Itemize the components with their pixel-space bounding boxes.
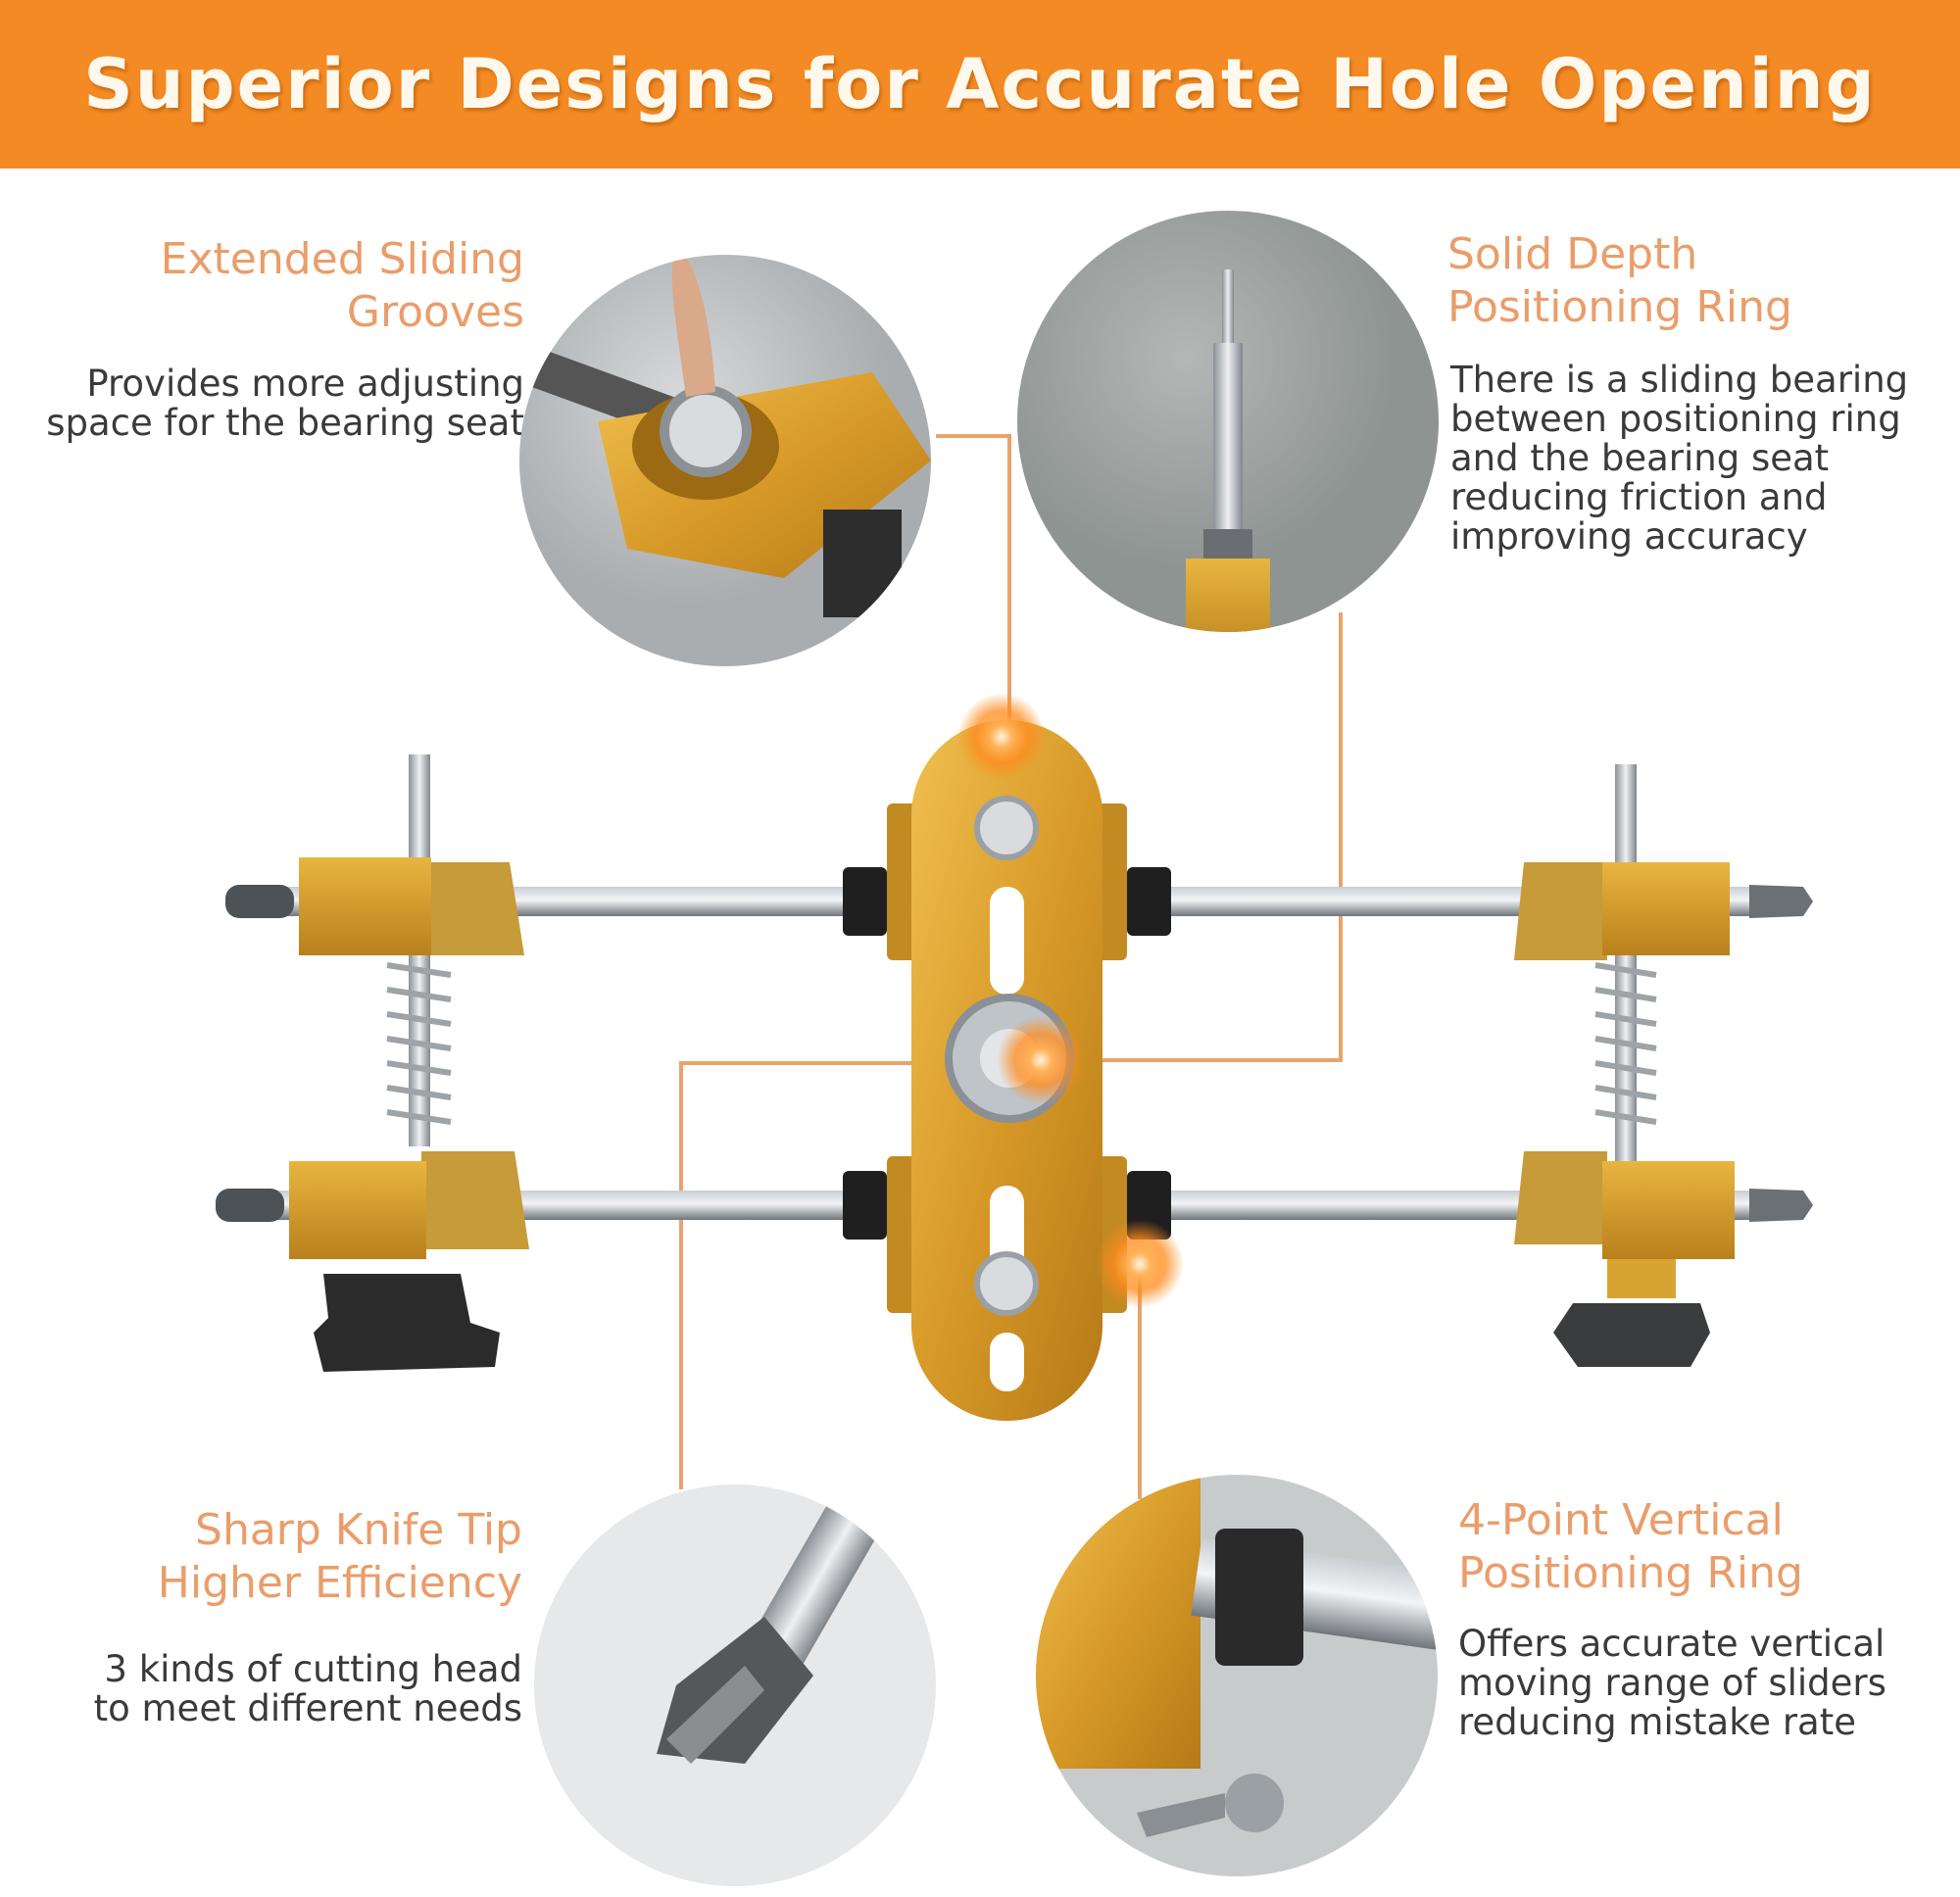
wing-nut-top bbox=[974, 796, 1039, 860]
feature-desc-line: and the bearing seat bbox=[1450, 437, 1830, 479]
callout-line-knife-tip bbox=[679, 1061, 1009, 1489]
left-bottom-slider bbox=[289, 1161, 426, 1259]
feature-desc-line: Provides more adjusting bbox=[86, 363, 524, 405]
feature-title-line: Sharp Knife Tip bbox=[195, 1505, 522, 1555]
left-top-slider bbox=[299, 857, 431, 955]
hotspot-dot-center bbox=[997, 1016, 1085, 1104]
feature-title-line: Grooves bbox=[346, 287, 524, 337]
detail-circle-sliding-grooves bbox=[519, 255, 931, 666]
feature-desc-knife-tip: 3 kinds of cutting head to meet differen… bbox=[20, 1650, 522, 1728]
feature-title-line: Higher Efficiency bbox=[157, 1558, 522, 1608]
hotspots bbox=[957, 693, 1184, 1308]
page-title: Superior Designs for Accurate Hole Openi… bbox=[83, 44, 1877, 124]
feature-title-vertical-ring: 4-Point Vertical Positioning Ring bbox=[1458, 1494, 1958, 1600]
feature-desc-vertical-ring: Offers accurate vertical moving range of… bbox=[1458, 1625, 1958, 1742]
feature-title-line: Positioning Ring bbox=[1447, 282, 1792, 332]
feature-desc-line: between positioning ring bbox=[1450, 398, 1901, 440]
feature-desc-line: improving accuracy bbox=[1450, 515, 1808, 558]
detail-circle-knife-tip bbox=[534, 1484, 936, 1886]
wing-nut-bottom bbox=[974, 1251, 1039, 1316]
right-top-slider bbox=[1602, 862, 1730, 955]
feature-title-line: Solid Depth bbox=[1447, 229, 1698, 279]
feature-desc-line: space for the bearing seat bbox=[46, 402, 524, 444]
feature-desc-line: reducing mistake rate bbox=[1458, 1701, 1856, 1743]
feature-desc-line: 3 kinds of cutting head bbox=[104, 1648, 522, 1690]
feature-desc-line: reducing friction and bbox=[1450, 476, 1828, 518]
header-banner bbox=[0, 0, 1960, 169]
feature-title-line: Extended Sliding bbox=[160, 234, 524, 284]
feature-desc-sliding-grooves: Provides more adjusting space for the be… bbox=[0, 365, 524, 443]
callout-line-sliding-grooves bbox=[936, 434, 1011, 740]
detail-circle-depth-ring bbox=[1017, 211, 1439, 632]
feature-title-line: Positioning Ring bbox=[1458, 1548, 1803, 1598]
feature-title-sliding-grooves: Extended Sliding Grooves bbox=[39, 233, 524, 339]
hotspot-dot-top bbox=[957, 693, 1046, 781]
feature-desc-line: moving range of sliders bbox=[1458, 1662, 1886, 1704]
hotspot-dot-bottom bbox=[1096, 1220, 1184, 1308]
feature-title-line: 4-Point Vertical bbox=[1458, 1495, 1784, 1545]
feature-title-depth-ring: Solid Depth Positioning Ring bbox=[1447, 228, 1957, 334]
feature-desc-line: There is a sliding bearing bbox=[1450, 359, 1909, 401]
detail-circle-vertical-ring bbox=[1036, 1475, 1438, 1876]
feature-desc-line: to meet different needs bbox=[93, 1687, 522, 1729]
right-knob bbox=[1553, 1303, 1710, 1367]
right-bottom-slider bbox=[1602, 1161, 1735, 1259]
feature-desc-depth-ring: There is a sliding bearing between posit… bbox=[1450, 361, 1960, 557]
feature-desc-line: Offers accurate vertical bbox=[1458, 1623, 1886, 1665]
feature-title-knife-tip: Sharp Knife Tip Higher Efficiency bbox=[39, 1504, 522, 1610]
callout-line-depth-ring bbox=[1083, 612, 1343, 1062]
left-knob bbox=[314, 1274, 500, 1372]
